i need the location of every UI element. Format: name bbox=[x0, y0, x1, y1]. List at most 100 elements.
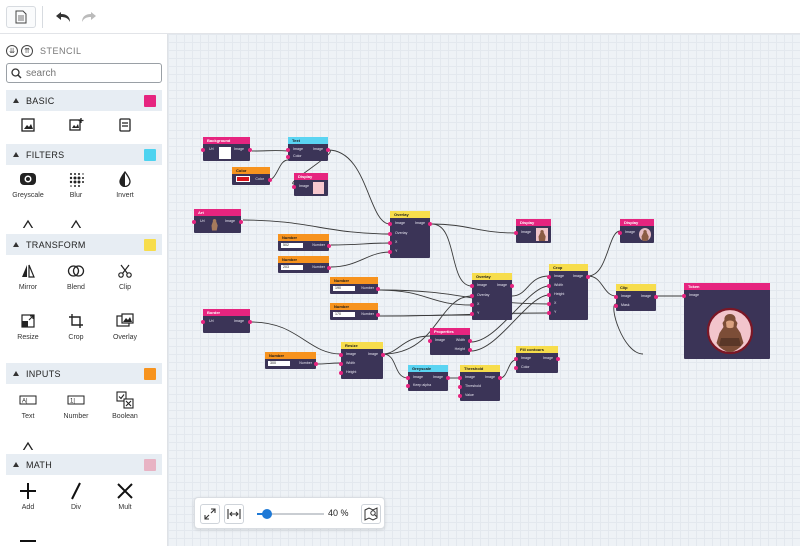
number-field[interactable]: 502 bbox=[281, 243, 303, 248]
port-dot[interactable] bbox=[327, 244, 331, 248]
port-dot[interactable] bbox=[547, 302, 551, 306]
port-dot[interactable] bbox=[248, 320, 252, 324]
new-file-button[interactable] bbox=[6, 6, 36, 28]
node-greyscale[interactable]: Greyscale Image Keep alpha Image bbox=[406, 365, 450, 391]
port-dot[interactable] bbox=[192, 220, 196, 224]
port-dot[interactable] bbox=[286, 148, 290, 152]
stencil-item-partial[interactable] bbox=[52, 214, 100, 228]
stencil-item-boolean[interactable]: Boolean bbox=[101, 389, 149, 420]
port-dot[interactable] bbox=[514, 366, 518, 370]
node-crop[interactable]: Crop Image Width Height X Y Image bbox=[547, 264, 590, 320]
stencil-item-minus[interactable] bbox=[4, 530, 52, 546]
port-dot[interactable] bbox=[547, 293, 551, 297]
port-dot[interactable] bbox=[514, 357, 518, 361]
stencil-item-blend[interactable]: Blend bbox=[52, 260, 100, 291]
zoom-slider-handle[interactable] bbox=[262, 509, 273, 519]
port-dot[interactable] bbox=[292, 185, 296, 189]
port-dot[interactable] bbox=[458, 394, 462, 398]
port-dot[interactable] bbox=[248, 148, 252, 152]
number-field[interactable]: 190 bbox=[333, 286, 355, 291]
stencil-item-crop[interactable]: Crop bbox=[52, 310, 100, 341]
node-clip[interactable]: Clip Image Mask Image bbox=[614, 284, 658, 311]
port-dot[interactable] bbox=[388, 241, 392, 245]
stencil-item-blur[interactable]: Blur bbox=[52, 168, 100, 199]
zoom-slider[interactable] bbox=[257, 509, 324, 519]
search-input[interactable] bbox=[26, 67, 156, 79]
port-dot[interactable] bbox=[326, 148, 330, 152]
stencil-search[interactable] bbox=[6, 63, 162, 83]
port-dot[interactable] bbox=[586, 275, 590, 279]
port-dot[interactable] bbox=[239, 220, 243, 224]
node-number-3[interactable]: Number 190 Number bbox=[330, 277, 380, 294]
stencil-item-image[interactable] bbox=[4, 114, 52, 136]
node-number-2[interactable]: Number 203 Number bbox=[278, 256, 331, 273]
port-dot[interactable] bbox=[388, 250, 392, 254]
color-picker[interactable] bbox=[236, 176, 250, 182]
port-dot[interactable] bbox=[268, 178, 272, 182]
node-properties[interactable]: Properties Image Width Height bbox=[428, 328, 472, 355]
port-dot[interactable] bbox=[614, 295, 618, 299]
node-display-1[interactable]: Display Image bbox=[292, 173, 328, 196]
stencil-item-greyscale[interactable]: Greyscale bbox=[4, 168, 52, 199]
node-overlay-2[interactable]: Overlay Image Overlay X Y Image bbox=[470, 273, 514, 320]
collapse-all-icon[interactable]: ⇈ bbox=[21, 45, 33, 57]
node-fill-contours[interactable]: Fill contours Image Color Image bbox=[514, 346, 560, 373]
node-color[interactable]: Color Color bbox=[232, 167, 272, 185]
port-dot[interactable] bbox=[388, 222, 392, 226]
stencil-item-number[interactable]: 1| Number bbox=[52, 389, 100, 420]
port-dot[interactable] bbox=[547, 284, 551, 288]
stencil-item-partial[interactable] bbox=[4, 214, 52, 228]
port-dot[interactable] bbox=[547, 311, 551, 315]
stencil-item-invert[interactable]: Invert bbox=[101, 168, 149, 199]
port-dot[interactable] bbox=[618, 231, 622, 235]
number-field[interactable]: 203 bbox=[281, 265, 303, 270]
number-field[interactable]: 300 bbox=[268, 361, 290, 366]
group-basic[interactable]: BASIC bbox=[6, 90, 162, 111]
node-number-4[interactable]: Number 170 Number bbox=[330, 303, 380, 320]
node-background[interactable]: Background Url Image bbox=[201, 137, 252, 161]
port-dot[interactable] bbox=[201, 320, 205, 324]
node-number-1[interactable]: Number 502 Number bbox=[278, 234, 331, 251]
node-token[interactable]: Token Image bbox=[682, 283, 770, 359]
node-number-5[interactable]: Number 300 Number bbox=[265, 352, 318, 369]
fit-to-screen-button[interactable] bbox=[200, 504, 220, 524]
port-dot[interactable] bbox=[470, 312, 474, 316]
port-dot[interactable] bbox=[339, 353, 343, 357]
group-math[interactable]: MATH bbox=[6, 454, 162, 475]
stencil-item-partial[interactable] bbox=[4, 436, 52, 450]
stencil-item-mult[interactable]: Mult bbox=[101, 480, 149, 511]
port-dot[interactable] bbox=[339, 362, 343, 366]
node-overlay-1[interactable]: Overlay Image Overlay X Y Image bbox=[388, 211, 432, 258]
stencil-item-clip[interactable]: Clip bbox=[101, 260, 149, 291]
stencil-item-text[interactable]: A| Text bbox=[4, 389, 52, 420]
stencil-item-overlay[interactable]: Overlay bbox=[101, 310, 149, 341]
port-dot[interactable] bbox=[470, 284, 474, 288]
port-dot[interactable] bbox=[388, 232, 392, 236]
port-dot[interactable] bbox=[614, 304, 618, 308]
stencil-item-div[interactable]: Div bbox=[52, 480, 100, 511]
port-dot[interactable] bbox=[327, 266, 331, 270]
port-dot[interactable] bbox=[286, 155, 290, 159]
node-art[interactable]: Art Url Image bbox=[192, 209, 243, 233]
node-display-3[interactable]: Display Image bbox=[618, 219, 654, 243]
node-threshold[interactable]: Threshold Image Threshold Value Image bbox=[458, 365, 502, 401]
port-dot[interactable] bbox=[468, 348, 472, 352]
port-dot[interactable] bbox=[428, 222, 432, 226]
node-display-2[interactable]: Display Image bbox=[514, 219, 551, 243]
port-dot[interactable] bbox=[339, 371, 343, 375]
port-dot[interactable] bbox=[547, 275, 551, 279]
port-dot[interactable] bbox=[458, 385, 462, 389]
stencil-item-add[interactable]: Add bbox=[4, 480, 52, 511]
port-dot[interactable] bbox=[682, 294, 686, 298]
port-dot[interactable] bbox=[458, 376, 462, 380]
node-resize[interactable]: Resize Image Width Height Image bbox=[339, 342, 385, 379]
port-dot[interactable] bbox=[468, 339, 472, 343]
port-dot[interactable] bbox=[406, 384, 410, 388]
group-inputs[interactable]: INPUTS bbox=[6, 363, 162, 384]
number-field[interactable]: 170 bbox=[333, 312, 355, 317]
port-dot[interactable] bbox=[510, 284, 514, 288]
port-dot[interactable] bbox=[514, 231, 518, 235]
redo-button[interactable] bbox=[74, 6, 104, 28]
port-dot[interactable] bbox=[381, 353, 385, 357]
port-dot[interactable] bbox=[470, 294, 474, 298]
